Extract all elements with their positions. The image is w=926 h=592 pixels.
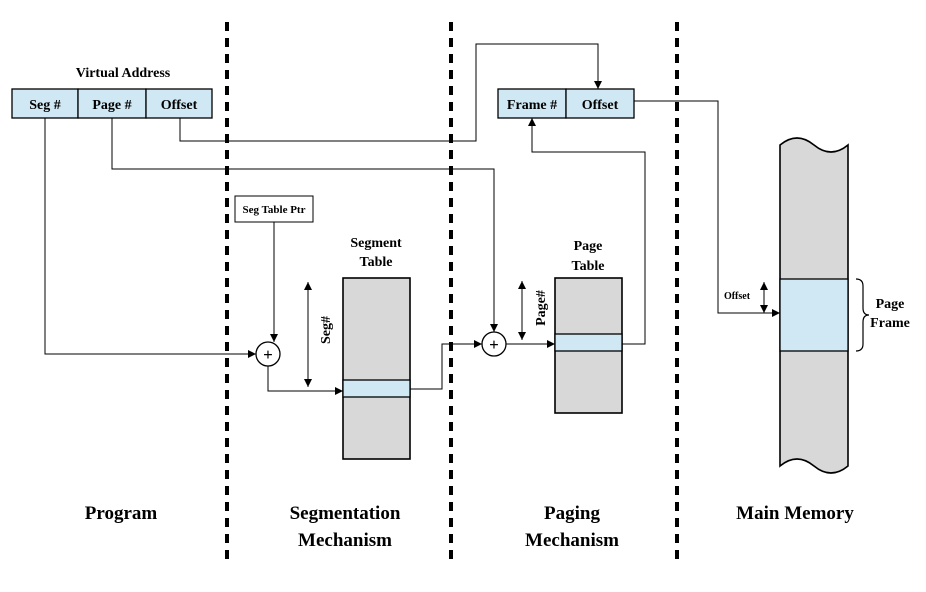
page-adder-symbol: + [489,335,499,354]
seg-table-ptr-box [234,195,314,223]
seg-index-label: Seg# [319,316,334,344]
section-segmentation-line2: Mechanism [298,530,392,551]
frame-number-field [497,88,567,119]
offset-to-physical-offset [179,43,602,142]
page-index-label: Page# [534,290,549,326]
seg-number-label: Seg # [29,98,61,113]
offset-field [145,88,213,119]
physical-offset-label: Offset [582,98,619,113]
physical-offset-to-memory [634,100,780,317]
page-frame-block [779,278,849,352]
physical-offset-field [565,88,635,119]
section-paging-line1: Paging [544,503,600,524]
adder-to-segment-table [267,366,343,395]
page-frame-label-line1: Page [876,297,905,312]
segment-table-title-line2: Table [360,255,393,270]
frame-offset-label: Offset [724,291,751,302]
section-paging-line2: Mechanism [525,530,619,551]
segment-table-title-line1: Segment [350,236,402,251]
page-frame-label-line2: Frame [870,316,910,331]
page-table-entry [554,333,623,352]
segment-entry-to-page-adder [410,340,482,390]
segment-adder-symbol: + [263,345,273,364]
page-table-title-line2: Table [572,259,605,274]
frame-number-label: Frame # [507,98,557,113]
section-main-memory: Main Memory [736,503,854,524]
page-number-to-adder [111,118,498,332]
offset-label: Offset [161,98,198,113]
section-program: Program [85,503,158,524]
seg-table-ptr-label: Seg Table Ptr [243,204,306,216]
page-frame-brace [855,278,870,352]
segment-table-entry [342,379,411,398]
page-number-label: Page # [92,98,131,113]
section-segmentation-line1: Segmentation [290,503,401,524]
virtual-address-title: Virtual Address [76,66,171,81]
segment-table [342,277,411,460]
page-table-title-line1: Page [574,239,603,254]
seg-number-to-adder [44,118,256,358]
page-entry-to-frame-number [528,118,646,345]
